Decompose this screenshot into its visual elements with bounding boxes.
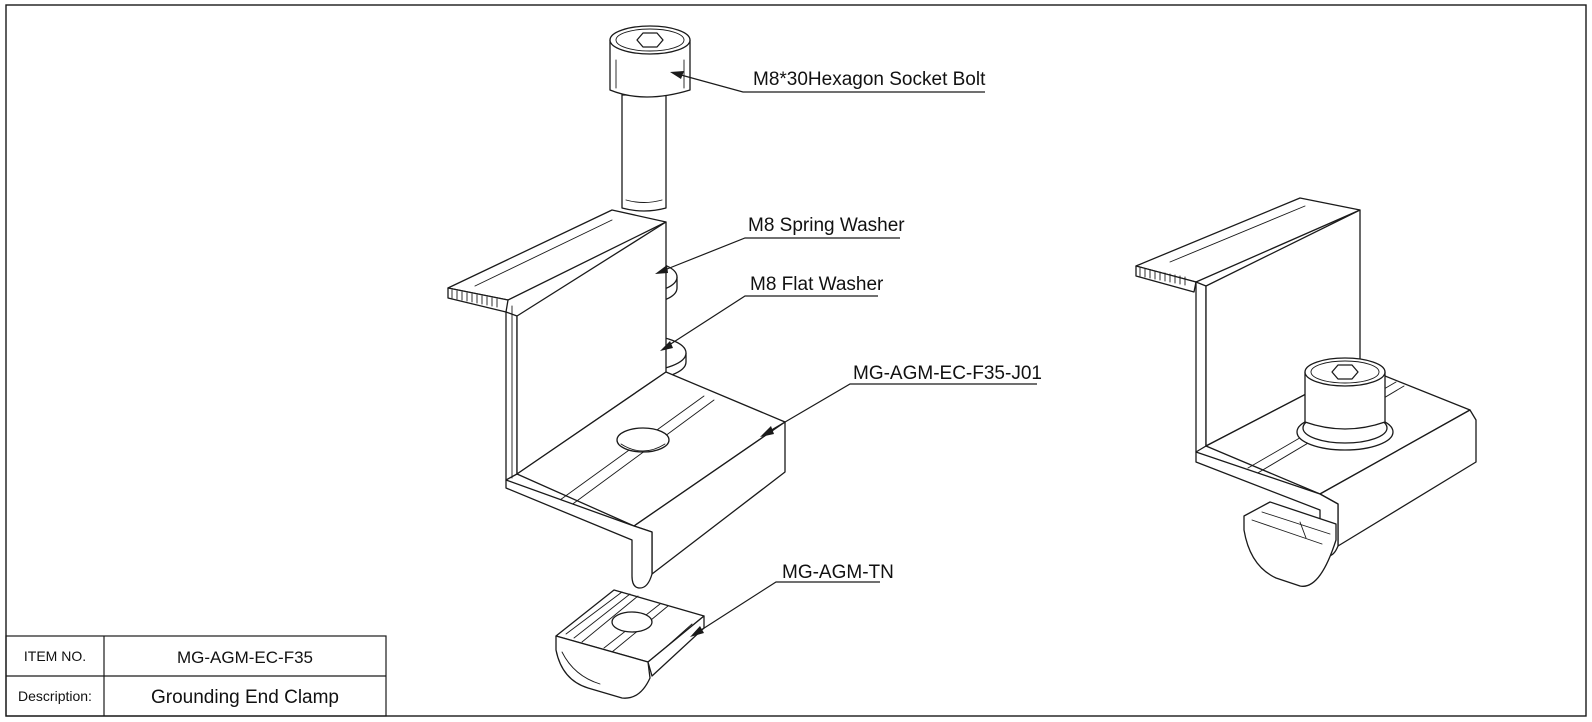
callout-t-nut: MG-AGM-TN [782,562,894,583]
item-no-label: ITEM NO. [24,648,86,664]
leader-bolt [670,71,985,93]
leader-t-nut [690,581,880,637]
drawing-frame [5,4,1587,717]
title-block: ITEM NO. MG-AGM-EC-F35 Description: Grou… [5,635,387,717]
item-no-value: MG-AGM-EC-F35 [177,648,313,667]
callout-flat-washer: M8 Flat Washer [750,274,884,295]
callout-clamp: MG-AGM-EC-F35-J01 [853,363,1042,384]
description-label: Description: [18,688,92,704]
clamp-drawing [447,209,786,589]
callout-bolt: M8*30Hexagon Socket Bolt [753,69,986,90]
description-value: Grounding End Clamp [151,687,339,708]
assembled-view [1135,197,1477,587]
leader-spring-washer [655,237,900,274]
leader-flat-washer [660,295,878,351]
exploded-view: M8*30Hexagon Socket Bolt M8 Spring Washe… [447,25,1042,699]
callout-spring-washer: M8 Spring Washer [748,215,905,236]
t-nut-drawing [555,589,705,699]
bolt-drawing [609,25,691,212]
leader-clamp [760,383,1037,437]
